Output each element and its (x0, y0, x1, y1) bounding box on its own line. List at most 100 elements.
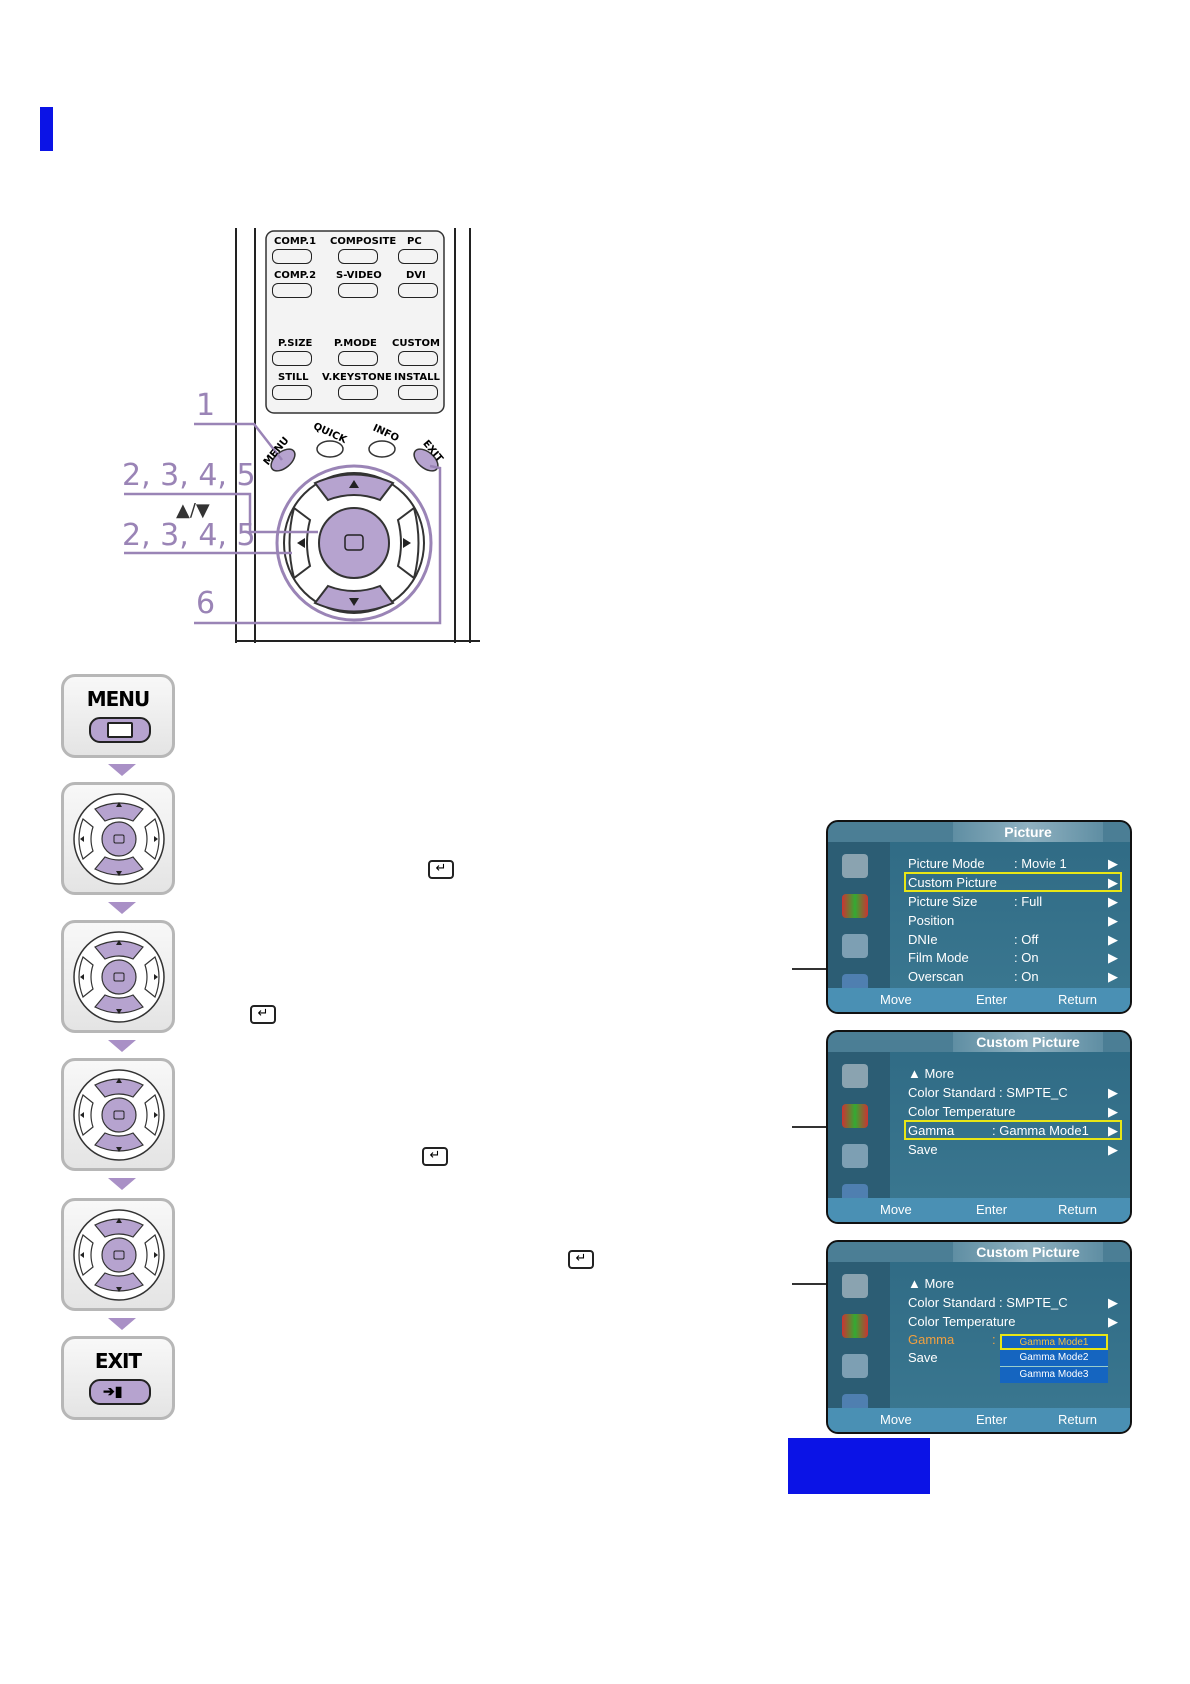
osd-row[interactable]: Picture Mode: Movie 1▶ (908, 856, 1118, 871)
enter-icon: ↵ (428, 860, 454, 879)
pc-label: PC (407, 236, 422, 247)
color-icon (842, 1104, 868, 1128)
setup-icon (842, 934, 868, 958)
dvi-button[interactable] (398, 283, 438, 298)
remote-control-illustration: COMP.1 COMPOSITE PC COMP.2 S-VIDEO DVI P… (120, 228, 480, 648)
svideo-button[interactable] (338, 283, 378, 298)
dpad-icon (73, 931, 165, 1023)
osd-sidebar (828, 1262, 890, 1418)
osd-gamma-options-menu: Custom Picture ▲ More Color Standard : S… (826, 1240, 1132, 1434)
step-dpad-card-4 (61, 1198, 175, 1311)
gamma-options-list: Gamma Mode1 Gamma Mode2 Gamma Mode3 (1000, 1334, 1108, 1383)
dpad-icon (73, 1069, 165, 1161)
source-buttons: COMP.1 COMPOSITE PC COMP.2 S-VIDEO DVI P… (266, 236, 444, 406)
psize-button[interactable] (272, 351, 312, 366)
picture-icon (842, 1064, 868, 1088)
enter-icon: ↵ (422, 1147, 448, 1166)
callout-steps-2-5-a: 2, 3, 4, 5 (122, 458, 256, 493)
exit-arrow-icon: ➔▮ (103, 1383, 123, 1399)
osd-row[interactable]: ▲ More (908, 1276, 955, 1291)
vkeystone-label: V.KEYSTONE (322, 372, 392, 383)
step-arrow-1 (108, 764, 136, 776)
osd-row[interactable]: DNIe: Off▶ (908, 932, 1118, 947)
osd-row[interactable]: Save▶ (908, 1142, 1118, 1157)
step-menu-label: MENU (86, 687, 151, 711)
selection-highlight (904, 872, 1122, 892)
picture-icon (842, 854, 868, 878)
osd-footer: Move Enter Return (828, 1198, 1130, 1222)
setup-icon (842, 1144, 868, 1168)
selection-highlight (904, 1120, 1122, 1140)
section-marker (40, 107, 53, 151)
composite-label: COMPOSITE (330, 236, 397, 247)
osd-row[interactable]: ▲ More (908, 1066, 955, 1081)
osd-row[interactable]: Save (908, 1350, 938, 1365)
gamma-option[interactable]: Gamma Mode2 (1000, 1350, 1108, 1367)
gamma-option[interactable]: Gamma Mode3 (1000, 1367, 1108, 1383)
dpad-icon (73, 1209, 165, 1301)
osd-row[interactable]: Custom Picture▶ (908, 875, 1118, 890)
step-arrow-3 (108, 1040, 136, 1052)
step-exit-card: EXIT ➔▮ (61, 1336, 175, 1420)
osd-row[interactable]: Overscan: On▶ (908, 969, 1118, 984)
osd-title: Custom Picture (953, 1242, 1103, 1262)
comp1-button[interactable] (272, 249, 312, 264)
setup-icon (842, 1354, 868, 1378)
osd-leader-1 (792, 968, 828, 970)
osd-picture-menu: Picture Picture Mode: Movie 1▶ Custom Pi… (826, 820, 1132, 1014)
psize-label: P.SIZE (278, 338, 313, 349)
osd-row[interactable]: Color Temperature▶ (908, 1314, 1118, 1329)
step-menu-card: MENU (61, 674, 175, 758)
menu-button-icon (89, 717, 151, 743)
install-button[interactable] (398, 385, 438, 400)
osd-sidebar (828, 1052, 890, 1208)
still-label: STILL (278, 372, 309, 383)
osd-row[interactable]: Film Mode: On▶ (908, 950, 1118, 965)
install-label: INSTALL (394, 372, 440, 383)
osd-row[interactable]: Gamma: Gamma Mode1▶ (908, 1123, 1118, 1138)
pc-button[interactable] (398, 249, 438, 264)
osd-leader-3 (792, 1283, 828, 1285)
osd-custom-picture-menu: Custom Picture ▲ More Color Standard : S… (826, 1030, 1132, 1224)
step-arrow-2 (108, 902, 136, 914)
osd-row[interactable]: Picture Size: Full▶ (908, 894, 1118, 909)
gamma-option[interactable]: Gamma Mode1 (1000, 1334, 1108, 1350)
pmode-button[interactable] (338, 351, 378, 366)
osd-row[interactable]: Position▶ (908, 913, 1118, 928)
composite-button[interactable] (338, 249, 378, 264)
osd-title: Custom Picture (953, 1032, 1103, 1052)
callout-step-1: 1 (196, 388, 216, 423)
step-arrow-5 (108, 1318, 136, 1330)
callout-step-6: 6 (196, 586, 216, 621)
step-dpad-card-1 (61, 782, 175, 895)
pmode-label: P.MODE (334, 338, 377, 349)
exit-button-icon: ➔▮ (89, 1379, 151, 1405)
comp2-label: COMP.2 (274, 270, 317, 281)
step-dpad-card-2 (61, 920, 175, 1033)
remote-body (124, 228, 480, 643)
comp2-button[interactable] (272, 283, 312, 298)
enter-icon: ↵ (250, 1005, 276, 1024)
osd-footer: Move Enter Return (828, 988, 1130, 1012)
step-dpad-card-3 (61, 1058, 175, 1171)
still-button[interactable] (272, 385, 312, 400)
custom-button[interactable] (398, 351, 438, 366)
osd-row[interactable]: Color Standard : SMPTE_C▶ (908, 1085, 1118, 1100)
enter-icon: ↵ (568, 1250, 594, 1269)
step-exit-label: EXIT (94, 1349, 142, 1373)
color-icon (842, 1314, 868, 1338)
osd-row-gamma[interactable]: Gamma: (908, 1332, 996, 1347)
vkeystone-button[interactable] (338, 385, 378, 400)
comp1-label: COMP.1 (274, 236, 317, 247)
dpad-icon (73, 793, 165, 885)
osd-row[interactable]: Color Standard : SMPTE_C▶ (908, 1295, 1118, 1310)
osd-title: Picture (953, 822, 1103, 842)
callout-up-down: ▲/▼ (176, 500, 210, 521)
custom-label: CUSTOM (392, 338, 440, 349)
osd-footer: Move Enter Return (828, 1408, 1130, 1432)
note-block (788, 1438, 930, 1494)
svideo-label: S-VIDEO (336, 270, 382, 281)
dvi-label: DVI (406, 270, 426, 281)
osd-row[interactable]: Color Temperature▶ (908, 1104, 1118, 1119)
callout-steps-2-5-b: 2, 3, 4, 5 (122, 518, 256, 553)
